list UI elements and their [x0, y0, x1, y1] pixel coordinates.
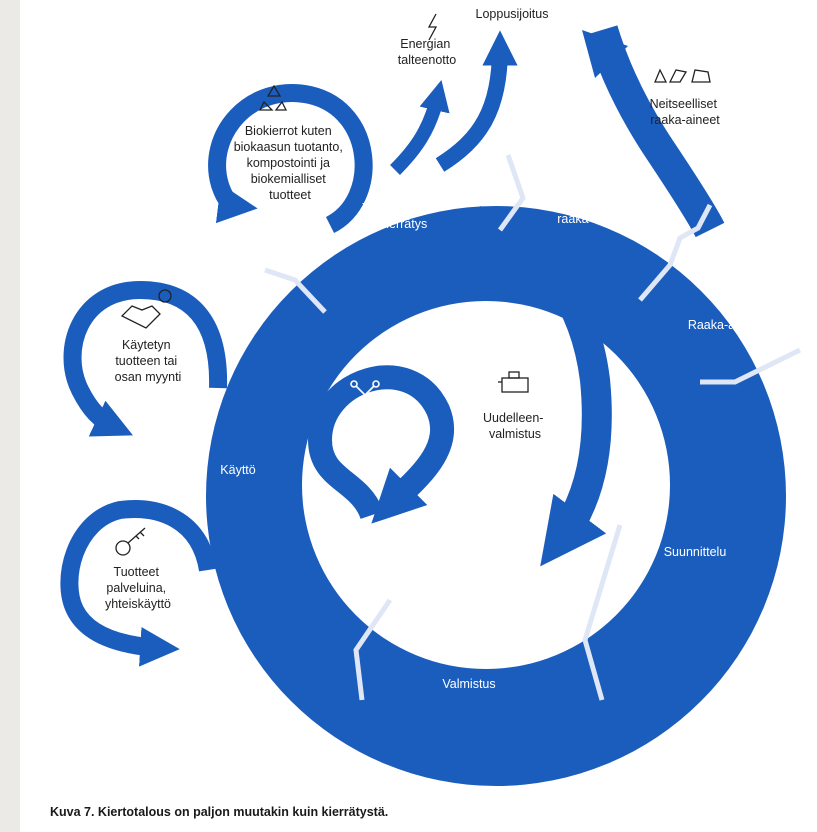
handshake-icon — [120, 289, 172, 329]
segment-label-kierratetyt: Kierrätetyt raaka-aineet — [557, 196, 627, 226]
repair-loop — [307, 365, 455, 524]
loop-label-kaytetyn: Käytetyn tuotteen tai osan myynti — [115, 338, 182, 384]
engine-icon — [498, 371, 529, 393]
segment-dividers — [264, 154, 802, 701]
raw-materials-icon — [654, 68, 711, 83]
remanufacturing-band — [469, 205, 612, 567]
energy-arrow — [390, 79, 450, 175]
output-label-loppusijoitus: Loppusijoitus — [476, 7, 549, 21]
virgin-materials-tip — [582, 30, 628, 78]
disposal-arrow — [435, 30, 518, 172]
segment-label-suunnittelu: Suunnittelu — [664, 545, 727, 559]
loop-label-tuotteet: Tuotteet palveluina, yhteiskäyttö — [105, 565, 171, 611]
tools-icon — [350, 380, 380, 405]
segment-label-kaytto: Käyttö — [220, 463, 255, 477]
key-icon — [115, 527, 146, 556]
service-loop — [60, 500, 217, 667]
page: Takaisinotto ja kierrätys Kierrätetyt ra… — [20, 0, 817, 832]
loop-label-korjaus: Korjaus, huolto ja päivitys — [345, 417, 396, 463]
segment-label-valmistus: Valmistus — [442, 677, 495, 691]
lightning-icon — [427, 13, 438, 41]
virgin-materials-band — [586, 25, 725, 238]
bio-loop — [208, 84, 373, 234]
resale-loop — [63, 280, 228, 437]
figure-caption: Kuva 7. Kiertotalous on paljon muutakin … — [50, 805, 389, 819]
loop-label-biokierrot: Biokierrot kuten biokaasun tuotanto, kom… — [234, 124, 347, 202]
segment-label-takaisinotto: Takaisinotto ja kierrätys — [362, 201, 432, 231]
recycle-icon — [258, 84, 288, 111]
circular-economy-diagram: Takaisinotto ja kierrätys Kierrätetyt ra… — [60, 7, 802, 786]
loop-label-uudelleen: Uudelleen- valmistus — [483, 411, 547, 441]
segment-label-raaka-aineet: Raaka-aineet — [688, 318, 763, 332]
main-ring — [206, 206, 786, 786]
output-label-energia: Energian talteenotto — [398, 37, 456, 67]
output-label-neitseelliset: Neitseelliset raaka-aineet — [650, 97, 721, 127]
